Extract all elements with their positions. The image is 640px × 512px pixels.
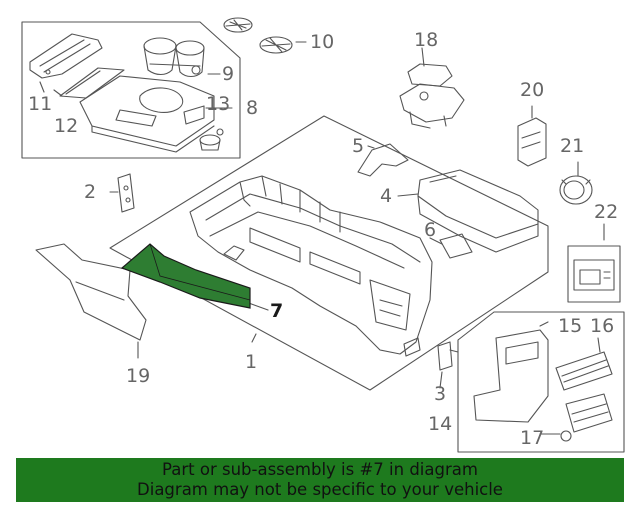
inset-box-rear-panel bbox=[457, 311, 625, 453]
callout-8: 8 bbox=[246, 97, 258, 119]
info-banner: Part or sub-assembly is #7 in diagram Di… bbox=[16, 458, 624, 502]
part-2-bracket bbox=[117, 173, 135, 213]
part-4-armrest bbox=[417, 169, 539, 253]
callout-15: 15 bbox=[558, 315, 582, 337]
part-12-trim-strip bbox=[59, 67, 125, 99]
callout-21: 21 bbox=[560, 135, 584, 157]
inset-box-console bbox=[109, 115, 549, 391]
callout-11: 11 bbox=[28, 93, 52, 115]
part-20-switch bbox=[517, 117, 547, 167]
parts-diagram: 1 2 3 4 5 6 7 8 9 10 11 12 13 14 15 16 1… bbox=[21, 17, 625, 453]
callout-18: 18 bbox=[414, 29, 438, 51]
callout-5: 5 bbox=[352, 135, 364, 157]
part-18-shifter bbox=[399, 63, 465, 129]
part-13-clip bbox=[199, 128, 224, 151]
banner-line-1: Part or sub-assembly is #7 in diagram bbox=[162, 460, 478, 479]
callout-9: 9 bbox=[222, 63, 234, 85]
part-14-rear-panel bbox=[473, 329, 549, 423]
part-16-vent bbox=[555, 351, 613, 391]
callout-19: 19 bbox=[126, 365, 150, 387]
part-5-bracket bbox=[357, 143, 409, 177]
callout-20: 20 bbox=[520, 79, 544, 101]
banner-line-2: Diagram may not be specific to your vehi… bbox=[137, 480, 503, 499]
inset-box-cupholder bbox=[21, 21, 241, 159]
callout-6: 6 bbox=[424, 219, 436, 241]
callout-1: 1 bbox=[245, 351, 257, 373]
callout-16: 16 bbox=[590, 315, 614, 337]
part-3-bracket bbox=[437, 341, 459, 371]
callout-22: 22 bbox=[594, 201, 618, 223]
part-22-module bbox=[567, 245, 621, 303]
part-7-highlight bbox=[120, 243, 251, 309]
part-19-side-panel bbox=[35, 243, 147, 341]
callout-14: 14 bbox=[428, 413, 452, 435]
callout-13: 13 bbox=[206, 93, 230, 115]
callout-4: 4 bbox=[380, 185, 392, 207]
part-10-cup-mat bbox=[223, 17, 293, 54]
part-8-console-panel bbox=[79, 75, 215, 153]
part-11-trim bbox=[29, 33, 103, 79]
callout-10: 10 bbox=[310, 31, 334, 53]
callout-17: 17 bbox=[520, 427, 544, 449]
callout-12: 12 bbox=[54, 115, 78, 137]
callout-2: 2 bbox=[84, 181, 96, 203]
part-6-pad bbox=[439, 233, 473, 259]
part-9-cupholder-insert bbox=[143, 37, 205, 78]
callout-3: 3 bbox=[434, 383, 446, 405]
part-1-console-body bbox=[189, 175, 433, 357]
part-17-vent bbox=[560, 393, 613, 442]
callout-7: 7 bbox=[270, 300, 283, 322]
part-21-knob bbox=[559, 175, 593, 205]
